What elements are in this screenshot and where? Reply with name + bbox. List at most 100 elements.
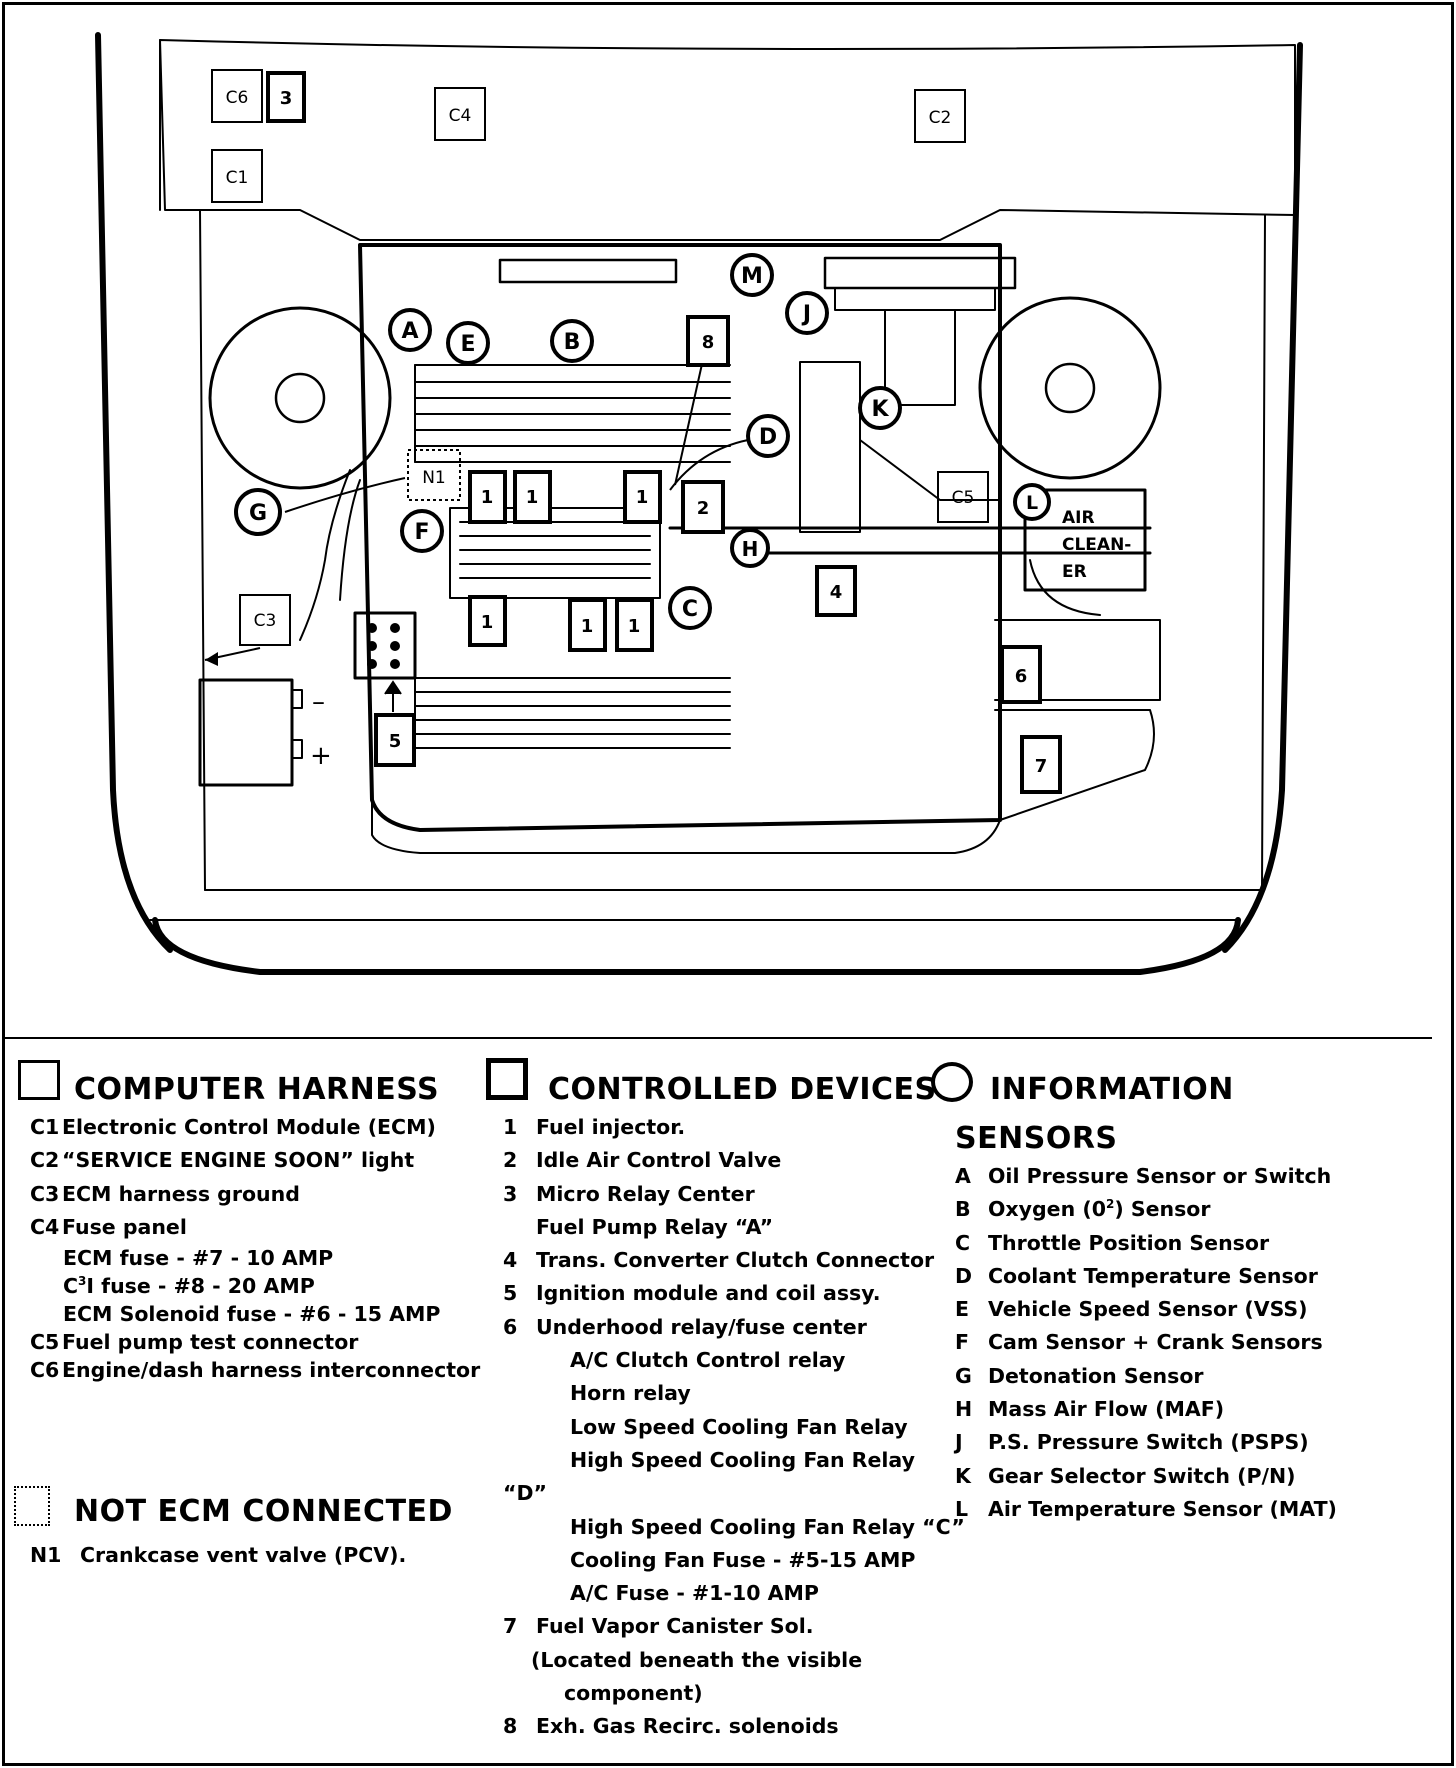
- device-label-5: 5: [389, 731, 402, 752]
- sensor-label-a: A: [401, 319, 418, 344]
- sensor-label-m: M: [741, 264, 763, 289]
- sensor-label-l: L: [1026, 492, 1038, 514]
- right-fender-line: [1222, 42, 1303, 953]
- sensor-label-g: G: [249, 501, 267, 526]
- intake-manifold-upper: [414, 364, 731, 463]
- harness-box-c2: [914, 89, 966, 143]
- injector-box-4: [468, 595, 507, 647]
- injector-label: 1: [481, 612, 494, 633]
- device-label-7: 7: [1035, 756, 1048, 777]
- ignition-module-dots: [367, 623, 400, 669]
- battery-plus-label: +: [310, 741, 332, 771]
- right-strut-tower: [978, 296, 1162, 480]
- sensor-circle-j: [785, 291, 829, 335]
- information-sensors-title-1: INFORMATION: [990, 1072, 1234, 1107]
- legend-item-high-speed-fan-relay: High Speed Cooling Fan Relay: [570, 1447, 915, 1472]
- computer-harness-symbol: [18, 1060, 60, 1100]
- sensor-label-e: E: [460, 332, 475, 357]
- injector-box-3: [623, 470, 662, 524]
- air-cleaner-label-1: AIR: [1062, 508, 1095, 528]
- device-label-3: 3: [280, 88, 293, 109]
- injector-box-6: [615, 598, 654, 652]
- harness-label-c6: C6: [226, 88, 249, 108]
- ignition-module: [353, 611, 417, 680]
- sensor-label-c: C: [682, 597, 698, 622]
- front-bumper: [152, 917, 1241, 975]
- controlled-devices-symbol: [486, 1058, 528, 1100]
- legend-item-low-speed-fan-relay: Low Speed Cooling Fan Relay: [570, 1414, 908, 1439]
- harness-box-c6: [211, 69, 263, 123]
- harness-label-c5: C5: [952, 488, 975, 508]
- injector-label: 1: [481, 487, 494, 508]
- legend-item-c2: C2“SERVICE ENGINE SOON” light: [30, 1148, 415, 1173]
- legend-item-high-speed-fan-relay-c: High Speed Cooling Fan Relay “C”: [570, 1514, 965, 1539]
- harness-label-c2: C2: [929, 108, 952, 128]
- left-strut-tower: [208, 306, 392, 490]
- legend-item-device-7-note-1: (Located beneath the visible: [531, 1647, 863, 1672]
- left-fender-line: [95, 32, 173, 953]
- legend-item-fuel-pump-relay: Fuel Pump Relay “A”: [536, 1214, 774, 1239]
- device-label-6: 6: [1015, 666, 1028, 687]
- air-cleaner-label-2: CLEAN-: [1062, 535, 1131, 555]
- sensor-circle-e: [446, 321, 490, 365]
- injector-label: 1: [628, 616, 641, 637]
- information-sensors-title-2: SENSORS: [955, 1121, 1118, 1156]
- battery-minus-label: –: [312, 687, 325, 717]
- injector-box-2: [513, 470, 552, 524]
- sensor-circle-c: [668, 586, 712, 630]
- controlled-devices-title: CONTROLLED DEVICES: [548, 1072, 937, 1107]
- n1-label: N1: [422, 468, 446, 488]
- sensor-circle-g: [234, 488, 282, 536]
- cowl-panel: [159, 39, 1296, 241]
- not-connected-box-n1: [407, 449, 461, 501]
- device-box-3: [266, 71, 306, 123]
- device-box-7: [1020, 735, 1062, 794]
- device-box-5: [374, 713, 416, 767]
- harness-label-c4: C4: [449, 106, 472, 126]
- front-bank: [414, 677, 731, 756]
- harness-box-c4: [434, 87, 486, 141]
- harness-box-c1: [211, 149, 263, 203]
- injector-label: 1: [526, 487, 539, 508]
- sensor-circle-d: [746, 414, 790, 458]
- not-ecm-connected-symbol: [14, 1486, 50, 1526]
- air-cleaner-label-3: ER: [1062, 562, 1087, 582]
- sensor-circle-m: [730, 253, 774, 297]
- device-box-8: [686, 315, 730, 367]
- legend-item-ac-clutch-relay: A/C Clutch Control relay: [570, 1348, 846, 1373]
- legend-item-c3i-fuse: C3I fuse - #8 - 20 AMP: [63, 1274, 315, 1299]
- harness-box-c3: [239, 594, 291, 646]
- battery: [198, 678, 294, 787]
- harness-box-c5: [937, 471, 989, 523]
- engine-compartment-diagram: C6 C1 C4 C2 C3 C5 3 8 2 4 5 6 7 1 1 1 1 …: [95, 32, 1303, 975]
- sensor-circle-h: [730, 528, 770, 568]
- sensor-circle-b: [550, 319, 594, 363]
- injector-label: 1: [581, 616, 594, 637]
- device-label-8: 8: [702, 332, 715, 353]
- harness-label-c1: C1: [226, 168, 249, 188]
- legend-item-d-label: “D”: [503, 1481, 547, 1506]
- legend-item-ecm-solenoid-fuse: ECM Solenoid fuse - #6 - 15 AMP: [63, 1302, 441, 1327]
- legend-item-horn-relay: Horn relay: [570, 1381, 691, 1406]
